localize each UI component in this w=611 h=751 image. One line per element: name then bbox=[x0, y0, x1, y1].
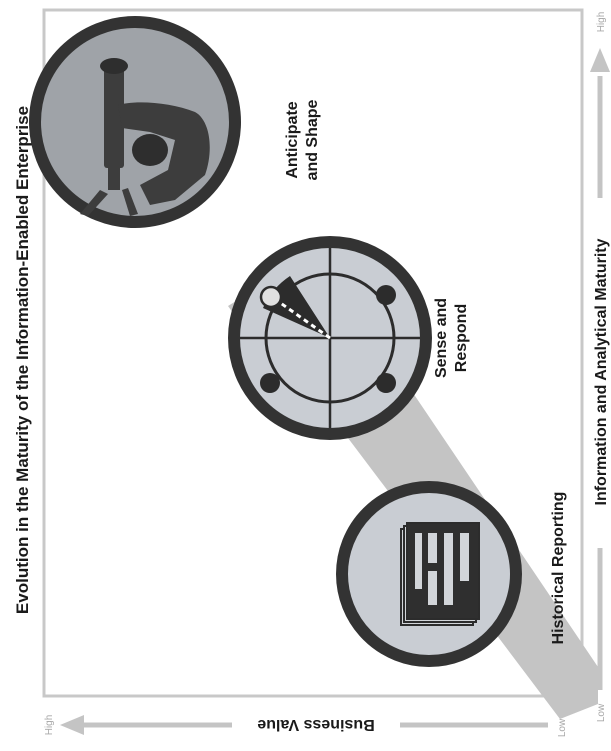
stage-label-anticipate-and-shape: Anticipate and Shape bbox=[284, 99, 321, 180]
x-axis-low-label: Low bbox=[596, 703, 607, 722]
stage-sense-and-respond bbox=[234, 242, 426, 434]
x-axis-label: Information and Analytical Maturity bbox=[593, 238, 610, 505]
report-document-icon bbox=[401, 523, 479, 625]
stage-label-line: Anticipate bbox=[284, 101, 301, 178]
diagram-title: Evolution in the Maturity of the Informa… bbox=[13, 106, 32, 614]
stage-anticipate-and-shape bbox=[35, 22, 235, 222]
x-axis: Information and Analytical Maturity Low … bbox=[590, 12, 610, 722]
stage-label-sense-and-respond: Sense and Respond bbox=[433, 298, 470, 378]
y-axis: Business Value Low High bbox=[44, 715, 568, 737]
stage-label-line: and Shape bbox=[304, 99, 321, 180]
x-axis-arrowhead bbox=[590, 48, 610, 72]
y-axis-label: Business Value bbox=[257, 716, 374, 733]
stage-label-line: Sense and bbox=[433, 298, 450, 378]
y-axis-high-label: High bbox=[44, 715, 55, 736]
stage-historical-reporting bbox=[342, 487, 516, 661]
y-axis-arrowhead bbox=[60, 715, 84, 735]
y-axis-low-label: Low bbox=[557, 718, 568, 737]
stage-label-historical-reporting: Historical Reporting bbox=[550, 492, 567, 645]
stage-label-line: Respond bbox=[453, 304, 470, 372]
x-axis-high-label: High bbox=[596, 12, 607, 33]
